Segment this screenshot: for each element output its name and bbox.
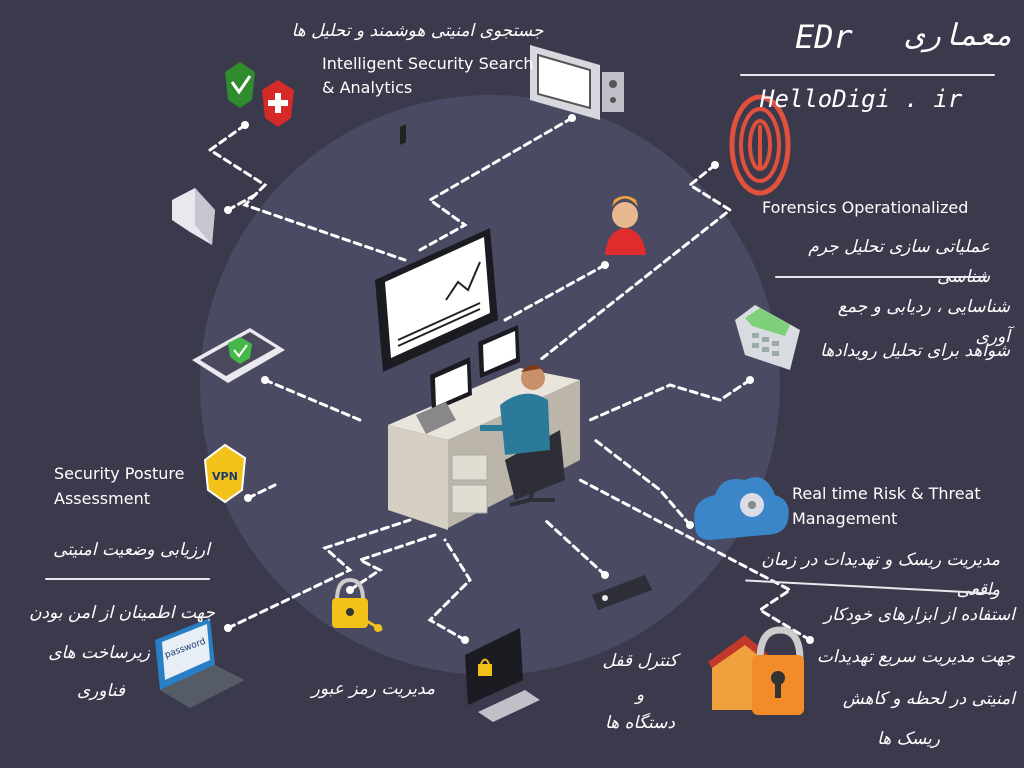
risk-desc-3: امنیتی در لحظه و کاهش — [842, 689, 1015, 709]
connector-lines — [207, 116, 812, 642]
search-label-fa: جستجوی امنیتی هوشمند و تحلیل ها — [291, 21, 544, 41]
connector-cloud — [593, 438, 692, 527]
usb-device-icon — [592, 575, 652, 610]
lock-label-fa-3: دستگاه ها — [605, 713, 675, 733]
fingerprint-icon — [729, 94, 791, 196]
forensics-underline — [775, 276, 987, 278]
connector-dots — [224, 114, 814, 644]
connector-search — [418, 116, 574, 252]
shield-check-icon — [225, 62, 255, 108]
posture-label-en-1: Security Posture — [54, 464, 185, 483]
connector-laptop — [226, 518, 412, 630]
vpn-shield-icon: VPN — [203, 443, 247, 504]
risk-desc-4: ریسک ها — [877, 729, 940, 749]
connector-vpn — [246, 483, 277, 500]
risk-label-en-1: Real time Risk & Threat — [792, 484, 981, 503]
connector-padlock — [348, 533, 437, 592]
connector-monitor — [427, 538, 472, 642]
risk-label-fa: مدیریت ریسک و تهدیدات در زمان واقعی — [761, 550, 1000, 600]
user-avatar-icon — [605, 196, 646, 255]
title-fa: معماری — [905, 18, 1014, 53]
lock-label-fa-2: و — [635, 685, 645, 705]
connector-user — [503, 263, 607, 322]
shield-cross-icon — [262, 80, 294, 127]
connector-router — [226, 193, 257, 212]
connector-forensics — [538, 163, 733, 362]
risk-desc-2: جهت مدیریت سریع تهدیدات — [816, 647, 1015, 667]
laptop-password-icon: password — [155, 618, 245, 708]
connector-house — [578, 478, 812, 642]
forensics-label-en: Forensics Operationalized — [762, 198, 969, 217]
router-icon — [172, 188, 215, 245]
posture-desc-2: زیرساخت های — [48, 643, 150, 663]
password-label-fa: مدیریت رمز عبور — [311, 679, 435, 699]
search-label-en-2: & Analytics — [322, 78, 413, 97]
lock-label-fa-1: کنترل قفل — [602, 651, 678, 671]
padlock-key-icon — [332, 577, 383, 632]
analytics-monitor-icon — [375, 124, 498, 372]
security-analyst-icon — [480, 365, 565, 507]
mobile-shield-icon — [192, 328, 285, 383]
site-label: HelloDigi . ir — [760, 85, 963, 113]
cloud-lock-icon — [694, 477, 789, 540]
posture-underline — [45, 578, 210, 580]
posture-label-en-2: Assessment — [54, 489, 150, 508]
keypad-icon — [735, 305, 800, 370]
vpn-label: VPN — [212, 470, 238, 483]
posture-desc-3: فناوری — [76, 681, 125, 701]
title-underline — [740, 74, 995, 76]
connector-shield — [207, 123, 407, 262]
risk-label-en-2: Management — [792, 509, 898, 528]
connector-usb — [543, 518, 607, 577]
monitor-lock-icon — [465, 628, 540, 722]
forensics-desc-1: شناسایی ، ردیابی و جمع آوری — [837, 297, 1010, 347]
search-label-en-1: Intelligent Security Search — [322, 54, 534, 73]
connector-keypad — [588, 378, 752, 422]
risk-desc-1: استفاده از ابزارهای خودکار — [823, 605, 1015, 625]
title-en: EDr — [795, 18, 853, 56]
connector-mobile — [263, 378, 362, 422]
intercom-device-icon — [530, 45, 624, 120]
posture-desc-1: جهت اطمینان از امن بودن — [29, 603, 215, 623]
posture-label-fa: ارزیابی وضعیت امنیتی — [53, 540, 210, 560]
house-lock-icon — [708, 626, 804, 715]
forensics-label-fa: عملیاتی سازی تحلیل جرم شناسی — [808, 237, 990, 287]
forensics-desc-2: شواهد برای تحلیل رویدادها — [820, 341, 1010, 361]
